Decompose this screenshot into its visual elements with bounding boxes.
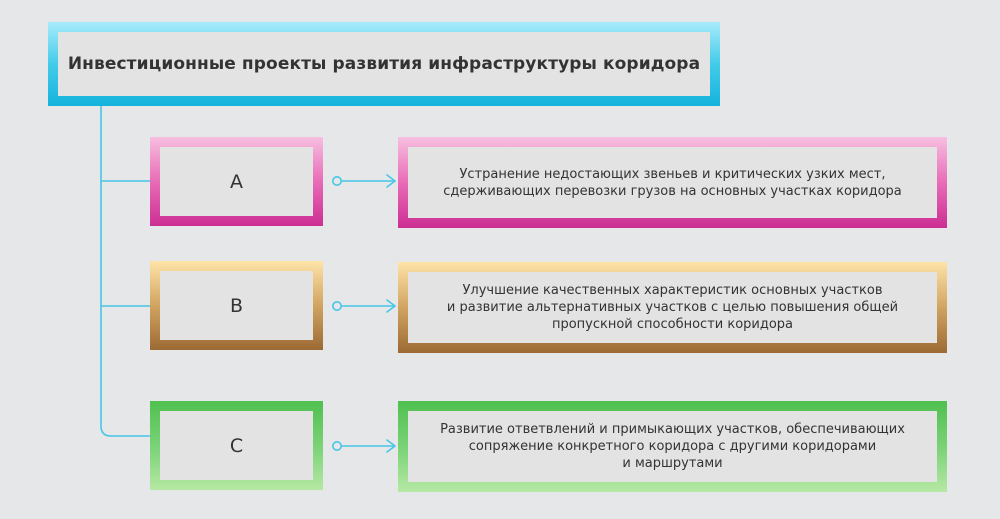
category-label-a: A (230, 170, 243, 193)
arrow-b (331, 299, 396, 313)
arrow-c (331, 439, 396, 453)
description-box-b: Улучшение качественных характеристик осн… (398, 262, 947, 353)
arrow-a (331, 174, 396, 188)
title-box: Инвестиционные проекты развития инфрастр… (48, 22, 720, 106)
diagram-title: Инвестиционные проекты развития инфрастр… (67, 54, 701, 74)
description-box-c: Развитие ответвлений и примыкающих участ… (398, 401, 947, 492)
category-box-c: C (150, 401, 323, 490)
trunk-line (100, 106, 150, 437)
category-box-a: A (150, 137, 323, 226)
description-text-c: Развитие ответвлений и примыкающих участ… (440, 422, 905, 471)
category-label-c: C (229, 434, 244, 457)
category-label-b: B (229, 294, 244, 317)
description-text-a: Устранение недостающих звеньев и критиче… (443, 166, 902, 199)
description-text-b: Улучшение качественных характеристик осн… (446, 283, 899, 332)
description-box-a: Устранение недостающих звеньев и критиче… (398, 137, 947, 228)
category-box-b: B (150, 261, 323, 350)
